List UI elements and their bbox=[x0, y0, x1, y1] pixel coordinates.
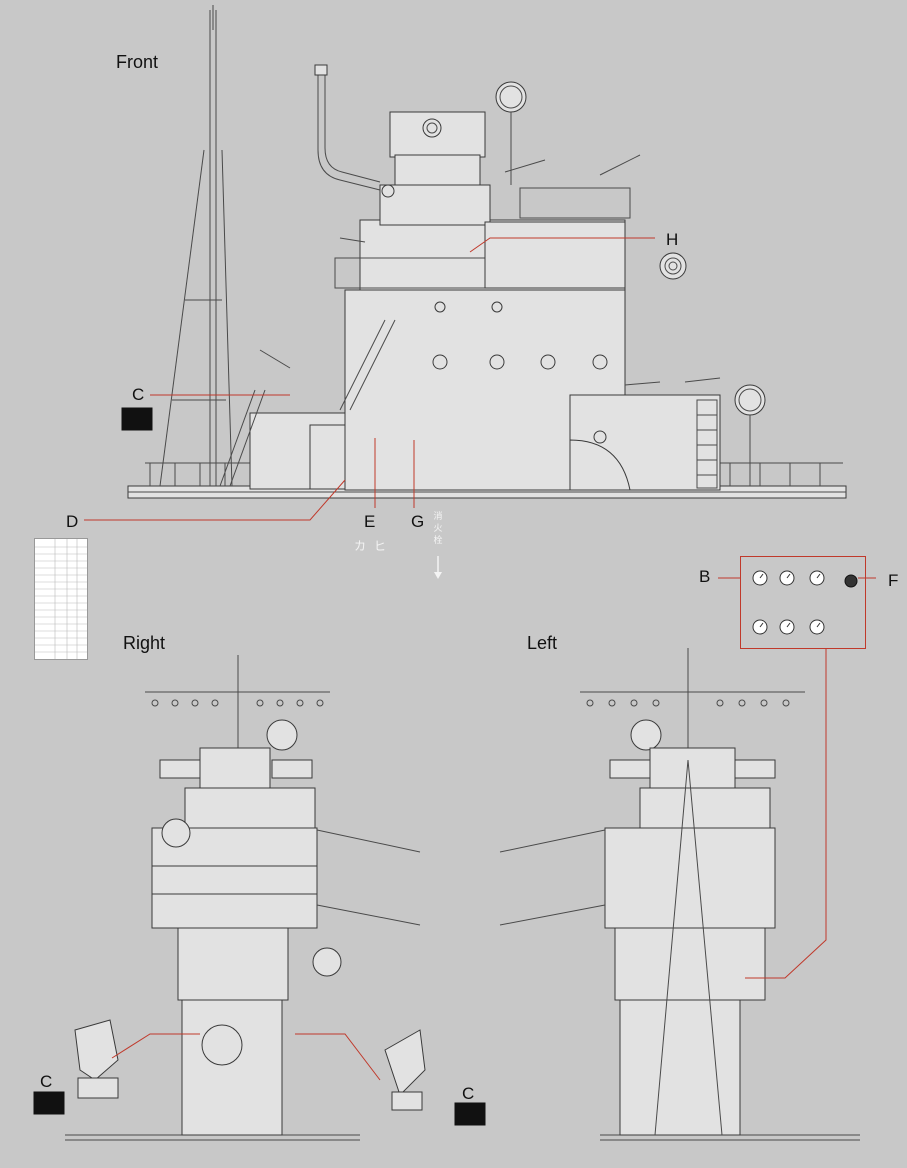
callout-c-right-left: C bbox=[40, 1072, 53, 1091]
front-ladder-rungs bbox=[697, 414, 717, 476]
left-view-drawing bbox=[499, 648, 860, 1141]
label-kanji-g-1: 消 bbox=[433, 512, 443, 522]
callout-d: D bbox=[66, 512, 79, 531]
front-view-title: Front bbox=[116, 52, 159, 72]
left-view-title: Left bbox=[527, 633, 558, 653]
right-c-device-left bbox=[74, 1019, 119, 1081]
label-kanji-g-3: 栓 bbox=[433, 536, 443, 546]
reference-table bbox=[34, 538, 88, 660]
reference-table-grid bbox=[35, 539, 87, 659]
callout-f: F bbox=[888, 571, 899, 590]
right-c-device-right bbox=[384, 1029, 426, 1096]
callout-c-right-right: C bbox=[462, 1084, 475, 1103]
label-kanji-g-2: 火 bbox=[433, 524, 443, 534]
plate-right-c-left bbox=[33, 1091, 65, 1115]
front-leaders bbox=[84, 237, 876, 579]
callout-e: E bbox=[364, 512, 376, 531]
h-ring-symbol bbox=[659, 252, 687, 280]
arrow-down-icon bbox=[434, 556, 442, 579]
front-view-drawing bbox=[121, 5, 847, 499]
callout-h: H bbox=[666, 230, 679, 249]
callout-b: B bbox=[699, 567, 711, 586]
right-view-drawing bbox=[33, 655, 486, 1141]
plate-right-c-right bbox=[454, 1102, 486, 1126]
left-yard-lamps bbox=[586, 699, 790, 707]
callout-g: G bbox=[411, 512, 425, 531]
right-yard-lamps bbox=[151, 699, 324, 707]
plate-front-c bbox=[121, 407, 153, 431]
right-view-title: Right bbox=[123, 633, 166, 653]
label-katakana-e: カ ヒ bbox=[354, 539, 388, 553]
callout-c-front: C bbox=[132, 385, 145, 404]
gauge-panel-drawing bbox=[752, 570, 858, 635]
gauge-panel-box bbox=[740, 556, 866, 649]
